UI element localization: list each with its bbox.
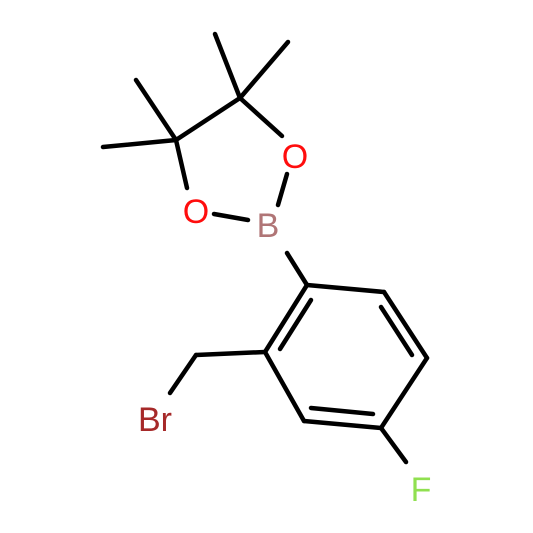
bond-c3-c2 [262, 349, 307, 424]
atom-f: F [411, 471, 432, 509]
bond-o2-b [211, 211, 251, 223]
bond-b-c1 [284, 250, 310, 288]
atom-br: Br [138, 401, 172, 439]
bond-c6-c5-inner [378, 304, 415, 358]
bond-c6-c5 [381, 289, 430, 361]
bond-c5-methyl-left [100, 137, 179, 150]
bond-c2-ch2 [193, 349, 268, 358]
bonds [100, 31, 430, 465]
bond-c4-methyl-top [212, 31, 243, 101]
atom-labels: O O B Br F [138, 138, 431, 509]
bond-c4-c3 [301, 418, 384, 431]
bond-c5-o2 [173, 137, 190, 191]
atom-b: B [257, 207, 280, 245]
bond-c2-c1-inner [277, 297, 314, 352]
bond-c2-c1 [262, 282, 310, 355]
bond-o1-b [275, 171, 290, 208]
atom-o2: O [183, 193, 209, 231]
bond-c5-c4 [378, 355, 430, 431]
bond-c4-methyl-right [237, 39, 291, 101]
bond-c4-c5 [173, 95, 243, 143]
bond-ch2-br [167, 352, 199, 396]
bond-c5-methyl-top [133, 77, 179, 143]
bond-c4-c3-inner [308, 405, 376, 417]
bond-c4-o1 [237, 95, 285, 139]
bond-c1-c6 [304, 282, 387, 295]
bond-c4-f [378, 425, 409, 465]
atom-o1: O [282, 138, 308, 176]
